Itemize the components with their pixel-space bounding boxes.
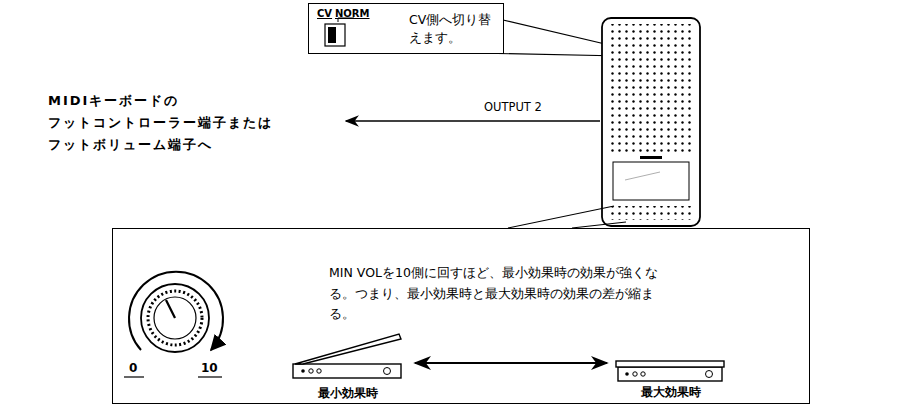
zoom-lines — [508, 206, 626, 228]
pedal-top-view — [602, 18, 700, 226]
pedal-max: 最大効果時 — [615, 349, 727, 406]
destination-note: MIDIキーボードの フットコントローラー端子または フットボリューム端子へ — [48, 90, 348, 156]
switch-label: CV — [317, 8, 332, 20]
min-vol-knob — [124, 272, 223, 377]
scale-mark: 10 — [201, 361, 218, 375]
note-text: MIN VOLを10側に回すほど、最小効果時の効果が強くなる。つまり、最小効果時… — [329, 263, 669, 325]
state-label: 最小効果時 — [289, 386, 407, 400]
double-arrow — [415, 362, 607, 364]
pedal-side-max — [615, 349, 727, 385]
scale-mark: 0 — [129, 361, 137, 375]
pedal-side-min — [289, 326, 407, 384]
switch-label: NORM — [335, 8, 370, 20]
terminal-name: OUTPUT 2 — [484, 101, 542, 115]
pedal-min: 最小効果時 — [289, 326, 407, 407]
state-label: 最大効果時 — [615, 385, 727, 399]
note-text: CV側へ切り替えます。 — [409, 11, 501, 47]
cable-arrow — [346, 120, 600, 122]
detail-panel: MIN VOLを10側に回すほど、最小効果時の効果が強くなる。つまり、最小効果時… — [112, 228, 810, 404]
